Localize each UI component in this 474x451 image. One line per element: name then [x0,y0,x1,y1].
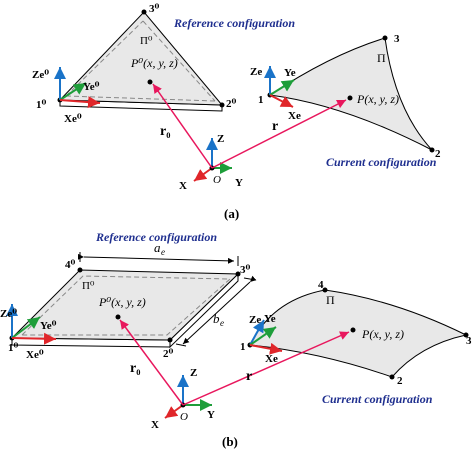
node-1-ref-b: 1⁰ [8,342,19,354]
origin-label-b: O [180,411,188,423]
cur-point-label-a: P(x, y, z) [356,92,399,106]
xe0-label-b: Xe⁰ [26,349,44,361]
global-x-label-b: X [151,419,159,431]
ye0-axis [59,82,87,101]
r0-vector-a [152,83,213,169]
r-vector-b [182,331,350,406]
dim-a-sub: e [161,247,165,257]
cur-config-label-b: Current configuration [322,392,433,406]
ye0-label-a: Ye⁰ [83,81,100,93]
xe0-label-a: Xe⁰ [64,113,82,125]
ref-point-label-b: P⁰(x, y, z) [98,295,146,309]
xe0-axis [59,96,101,109]
ref-point-marker-b [115,314,121,320]
r-vector-a [211,99,347,169]
cur-config-label-a: Current configuration [326,155,437,169]
ze0-label-b: Ze⁰ [0,308,17,320]
cur-point-label-b: P(x, y, z) [361,327,404,341]
node-3-cur-b: 3 [466,335,472,347]
cur-region-b: Π [326,293,335,307]
global-y-label-b: Y [207,409,215,421]
global-x-label-a: X [179,180,187,192]
ze-label-a: Ze [250,66,262,78]
caption-b: (b) [222,434,238,449]
xe-label-b: Xe [265,353,278,365]
global-axes-b [164,375,212,419]
ref-local-axes [54,67,101,109]
node-2-cur-b: 2 [397,375,403,387]
ye-label-b: Ye [264,313,276,325]
node-1-cur-a: 1 [258,94,264,106]
origin-label-a: O [213,174,221,186]
ze0-label-a: Ze⁰ [32,69,49,81]
cur-quad-element [247,287,469,380]
r-label-a: r [272,119,278,134]
ref-local-axes-b [5,304,57,345]
node-3-cur-a: 3 [394,33,400,45]
xe-axis [269,94,294,108]
ref-config-label-b: Reference configuration [95,230,217,244]
dim-b-label: b [213,311,220,326]
node-3-ref-a: 3⁰ [149,3,160,15]
ref-config-label-a: Reference configuration [173,16,295,30]
ye-axis [269,79,295,96]
r0-vector-b [119,319,184,406]
node-1-cur-b: 1 [240,341,246,353]
dim-b-sub: e [220,318,224,328]
ref-point-label-a: P⁰(x, y, z) [130,56,178,70]
cur-local-axes-b [249,319,283,355]
r0-label-b: r₀ [130,361,140,376]
ye0-label-b: Ye⁰ [40,320,57,332]
dim-a-label: a [154,240,161,255]
ref-region-a: Π⁰ [140,35,153,47]
global-z-label-b: Z [190,367,197,379]
node-2-ref-b: 2⁰ [163,348,174,360]
global-y-label-a: Y [235,177,243,189]
ye-label-a: Ye [284,67,296,79]
xe-label-a: Xe [288,110,301,122]
node-1-ref-a: 1⁰ [36,99,47,111]
global-z-label-a: Z [217,133,224,145]
r0-label-a: r₀ [160,124,170,139]
node-3-ref-b: 3⁰ [240,264,251,276]
cur-local-axes [264,66,295,108]
cur-point-marker-b [350,327,356,333]
r-label-b: r [246,369,252,384]
cur-triangle-element [267,35,435,153]
node-2-cur-a: 2 [435,148,441,160]
ref-region-b: Π⁰ [82,280,95,292]
dimension-be [175,275,257,347]
caption-a: (a) [224,206,239,221]
node-4-ref-b: 4⁰ [65,259,76,271]
panel-a: Reference configuration Current configur… [32,3,441,221]
cur-region-a: Π [377,51,386,65]
ref-point-marker [147,79,153,85]
panel-b: Reference configuration Current configur… [0,230,472,449]
cur-point-marker [347,95,353,101]
node-4-cur-b: 4 [318,279,324,291]
dimension-ae [77,252,239,266]
node-2-ref-a: 2⁰ [226,98,237,110]
ze-label-b: Ze [249,314,261,326]
